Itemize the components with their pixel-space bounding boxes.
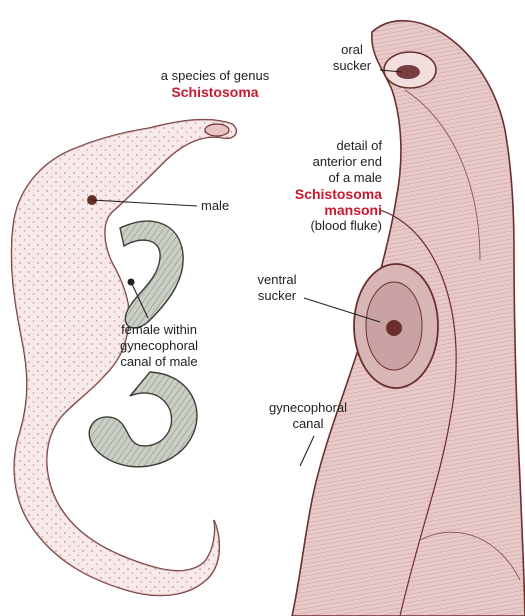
- label-female: female within gynecophoral canal of male: [104, 322, 214, 370]
- anterior-end-detail: [292, 21, 525, 616]
- leader-gyneco-canal: [300, 436, 314, 466]
- label-ventral-sucker: ventral sucker: [242, 272, 312, 304]
- label-species: a species of genus Schistosoma: [130, 68, 300, 100]
- label-detail: detail of anterior end of a male Schisto…: [262, 138, 382, 234]
- label-oral-sucker: oral sucker: [322, 42, 382, 74]
- label-gyneco-canal: gynecophoral canal: [258, 400, 358, 432]
- label-male: male: [201, 198, 251, 214]
- male-oral-sucker: [205, 124, 229, 136]
